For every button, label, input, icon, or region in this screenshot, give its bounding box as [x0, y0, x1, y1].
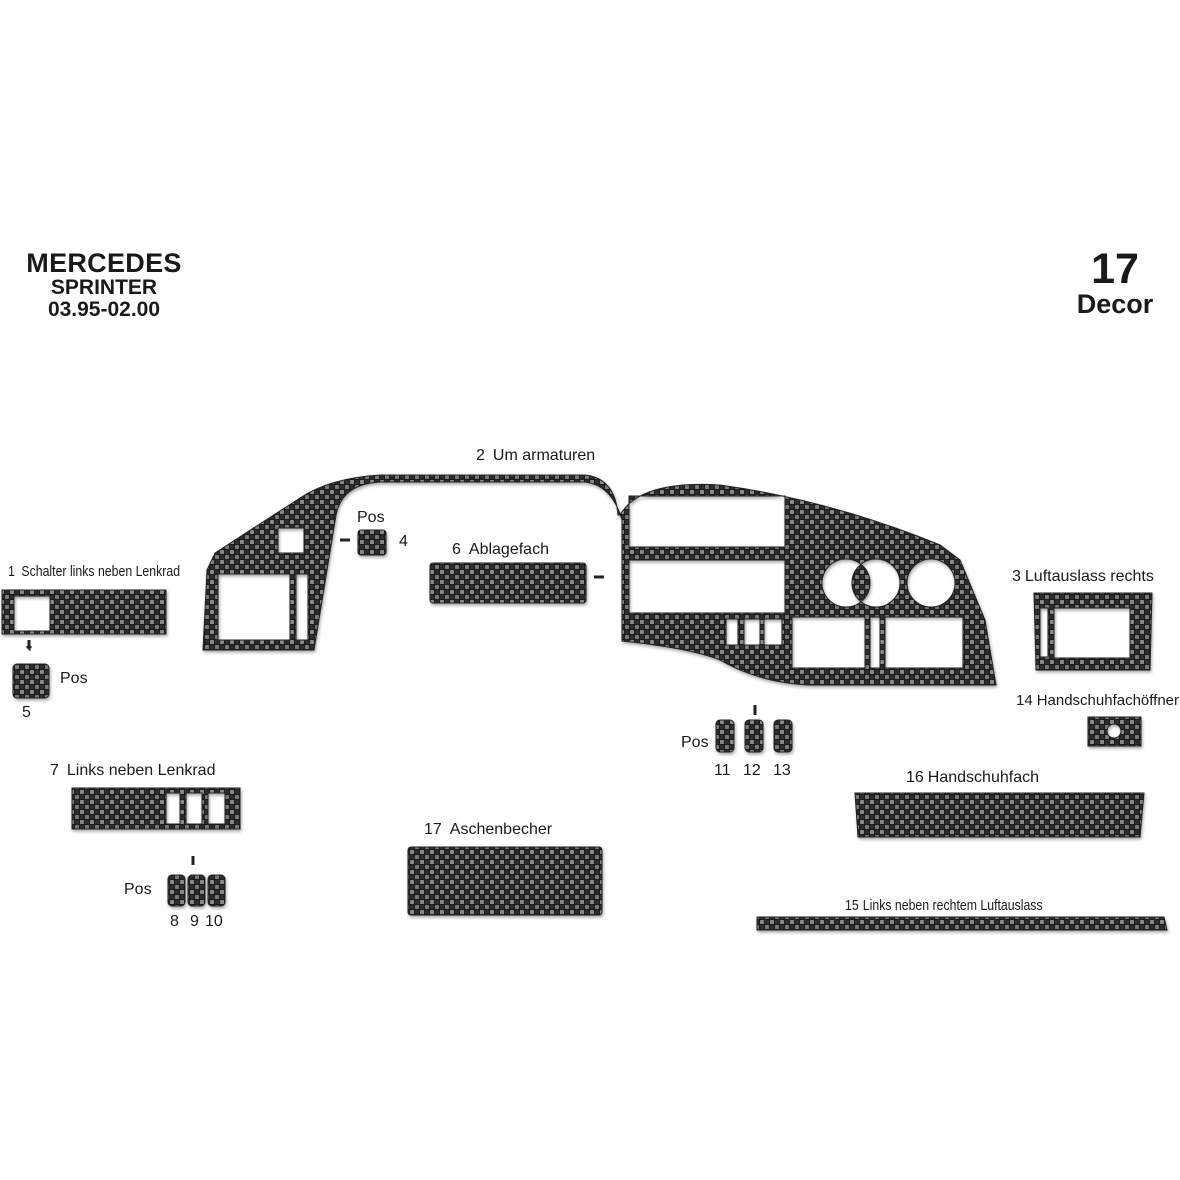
part-7-left-of-steering-wheel[interactable] — [71, 787, 241, 830]
arrow-icon — [25, 640, 33, 652]
model-name: SPRINTER — [50, 276, 158, 299]
part-11-pos[interactable] — [715, 719, 735, 753]
piece-type: Decor — [1076, 289, 1154, 319]
parts-11-13-pos-label: Pos — [681, 734, 709, 751]
part-10-pos[interactable] — [207, 874, 226, 907]
part-4-number: 4 — [399, 533, 408, 550]
part-1-switch-panel[interactable] — [1, 589, 167, 635]
part-13-pos[interactable] — [773, 719, 793, 753]
part-9-pos[interactable] — [187, 874, 206, 907]
brand-name: MERCEDES — [26, 248, 182, 278]
part-17-ashtray[interactable] — [407, 846, 603, 916]
set-title: 17 Decor — [1060, 248, 1170, 318]
part-14-glovebox-opener[interactable] — [1087, 716, 1142, 747]
model-years: 03.95-02.00 — [47, 298, 161, 321]
part-6-storage-compartment[interactable] — [429, 562, 587, 604]
part-3-right-air-vent[interactable] — [1033, 592, 1153, 671]
part-15-strip-left-of-right-vent[interactable] — [756, 916, 1168, 931]
piece-count: 17 — [1091, 245, 1139, 293]
part-10-number: 10 — [205, 913, 223, 930]
part-5-pos[interactable] — [12, 663, 50, 699]
part-5-number: 5 — [22, 704, 31, 721]
part-4-pos[interactable] — [357, 529, 387, 556]
part-8-pos[interactable] — [167, 874, 186, 907]
part-13-number: 13 — [773, 762, 791, 779]
part-2-dashboard-frame[interactable] — [202, 474, 997, 686]
part-12-pos[interactable] — [744, 719, 764, 753]
part-11-number: 11 — [714, 762, 731, 779]
part-8-number: 8 — [170, 913, 179, 930]
part-12-number: 12 — [743, 762, 761, 779]
part-4-pos-label: Pos — [357, 509, 385, 526]
vehicle-title: MERCEDES SPRINTER 03.95-02.00 — [20, 248, 188, 321]
parts-8-10-pos-label: Pos — [124, 881, 152, 898]
part-16-glovebox[interactable] — [854, 792, 1145, 838]
part-9-number: 9 — [190, 913, 199, 930]
part-5-pos-label: Pos — [60, 670, 88, 687]
